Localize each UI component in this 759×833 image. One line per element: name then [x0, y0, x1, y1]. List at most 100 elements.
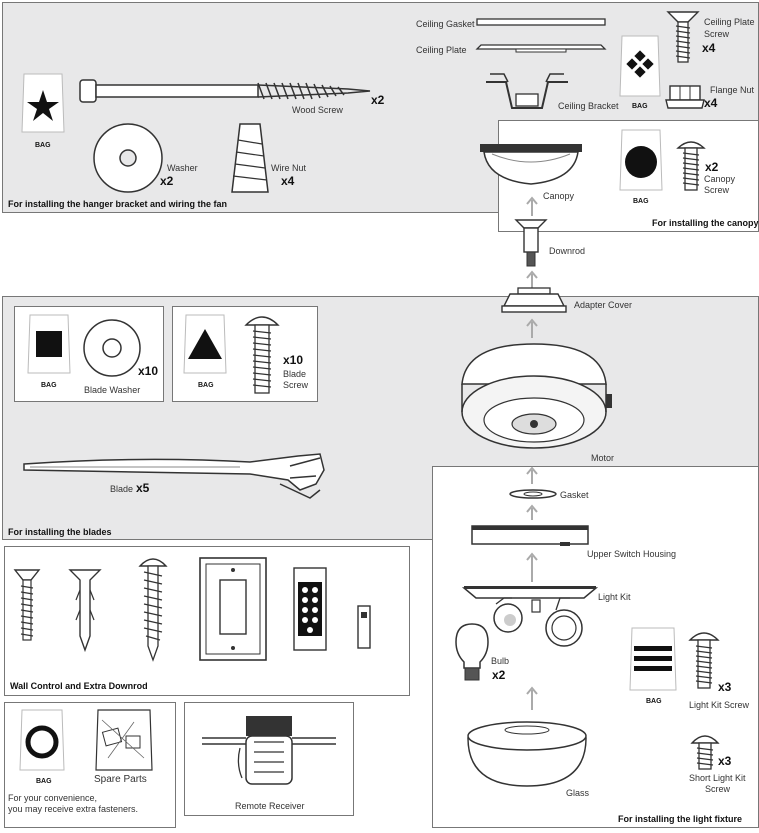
bag-label-3: BAG	[633, 198, 649, 205]
light-kit-icon	[461, 586, 599, 647]
ceiling-gasket-label: Ceiling Gasket	[416, 19, 475, 29]
canopy-icon	[480, 144, 582, 185]
canopy-screw-label2: Screw	[704, 185, 730, 195]
wall-plate-icon	[199, 557, 267, 661]
bag-label-7: BAG	[36, 778, 52, 785]
canopy-screw-icon	[676, 141, 706, 191]
glass-label: Glass	[566, 788, 590, 798]
wood-screw-qty: x2	[371, 93, 385, 107]
blade-label: Blade	[110, 484, 134, 494]
wire-nut-qty: x4	[281, 174, 295, 188]
ceiling-plate-screw-label1: Ceiling Plate	[704, 17, 755, 27]
spare-parts-label: Spare Parts	[94, 774, 147, 785]
light-kit-screw-icon	[688, 632, 720, 689]
bag-label-2: BAG	[632, 103, 648, 110]
motor-icon	[461, 343, 612, 449]
ceiling-plate-screw-icon	[666, 11, 700, 63]
flange-nut-icon	[665, 85, 705, 109]
arrow-up-icon	[526, 552, 538, 582]
bag-label-6: BAG	[646, 698, 662, 705]
short-screw-label2: Screw	[705, 784, 731, 794]
blade-screw-icon	[244, 316, 280, 394]
ceiling-plate-screw-qty: x4	[702, 41, 716, 55]
bag-ring-icon	[19, 709, 65, 771]
downrod-label: Downrod	[549, 246, 586, 256]
canopy-screw-label1: Canopy	[704, 174, 736, 184]
arrow-up-icon	[526, 686, 538, 710]
wire-nut-icon	[231, 123, 269, 193]
downrod-icon	[514, 219, 548, 267]
wall-wood-screw-icon	[138, 558, 168, 662]
short-light-kit-screw-icon	[690, 735, 720, 770]
bag-triangle-icon	[183, 314, 227, 374]
blade-icon	[23, 453, 325, 499]
arrow-up-icon	[526, 270, 538, 288]
upper-switch-housing-icon	[471, 525, 589, 546]
blade-screw-label1: Blade	[283, 369, 307, 379]
short-screw-label1: Short Light Kit	[689, 773, 746, 783]
flange-nut-label: Flange Nut	[710, 85, 755, 95]
light-kit-screw-label: Light Kit Screw	[689, 700, 750, 710]
wood-screw-icon	[79, 79, 371, 103]
canopy-caption: For installing the canopy	[652, 218, 759, 228]
washer-qty: x2	[160, 174, 174, 188]
hanger-caption: For installing the hanger bracket and wi…	[8, 199, 228, 209]
bag-circle-icon	[619, 129, 663, 191]
bag-star-icon	[21, 73, 65, 133]
arrow-up-icon	[526, 318, 538, 338]
ceiling-plate-icon	[475, 44, 607, 53]
canopy-label: Canopy	[543, 191, 575, 201]
light-kit-label: Light Kit	[598, 592, 631, 602]
adapter-cover-icon	[501, 287, 567, 313]
wall-screw-icon	[13, 569, 41, 641]
flange-nut-qty: x4	[704, 96, 718, 110]
washer-label: Washer	[167, 163, 198, 173]
blade-screw-qty: x10	[283, 353, 304, 367]
wood-screw-label: Wood Screw	[292, 105, 343, 115]
wall-switch-clip-icon	[357, 605, 371, 649]
motor-label: Motor	[591, 453, 615, 463]
spare-note-line2: you may receive extra fasteners.	[8, 804, 139, 814]
light-caption: For installing the light fixture	[618, 814, 743, 824]
arrow-up-icon	[526, 196, 538, 216]
wall-control-caption: Wall Control and Extra Downrod	[10, 681, 148, 691]
blade-washer-label: Blade Washer	[84, 385, 141, 395]
short-screw-qty: x3	[718, 754, 732, 768]
blade-qty: x5	[136, 481, 150, 495]
adapter-cover-label: Adapter Cover	[574, 300, 633, 310]
ceiling-plate-screw-label2: Screw	[704, 29, 730, 39]
arrow-up-icon	[526, 504, 538, 520]
light-kit-screw-qty: x3	[718, 680, 732, 694]
wall-control-keypad-icon	[293, 567, 327, 651]
canopy-screw-qty: x2	[705, 160, 719, 174]
spare-note-line1: For your convenience,	[8, 793, 98, 803]
ceiling-plate-label: Ceiling Plate	[416, 45, 467, 55]
bag-diamond-icon	[619, 35, 661, 97]
arrow-up-icon	[526, 466, 538, 484]
upper-switch-housing-label: Upper Switch Housing	[587, 549, 677, 559]
blade-washer-icon	[83, 319, 141, 377]
wall-anchor-icon	[68, 569, 102, 653]
bag-label-5: BAG	[198, 382, 214, 389]
ceiling-bracket-label: Ceiling Bracket	[558, 101, 619, 111]
spare-parts-bag-icon	[95, 709, 153, 771]
ceiling-gasket-icon	[476, 18, 606, 26]
blade-washer-qty: x10	[138, 364, 159, 378]
bulb-qty: x2	[492, 668, 506, 682]
blades-caption: For installing the blades	[8, 527, 112, 537]
bag-square-icon	[27, 314, 71, 374]
ceiling-bracket-icon	[486, 73, 568, 109]
gasket-label: Gasket	[560, 490, 589, 500]
remote-receiver-icon	[202, 716, 336, 785]
washer-icon	[93, 123, 163, 193]
bag-label-4: BAG	[41, 382, 57, 389]
bag-bars-icon	[629, 627, 677, 691]
wire-nut-label: Wire Nut	[271, 163, 307, 173]
bulb-icon	[455, 623, 489, 681]
blade-screw-label2: Screw	[283, 380, 309, 390]
bag-label: BAG	[35, 142, 51, 149]
bulb-label: Bulb	[491, 656, 510, 666]
glass-icon	[467, 721, 587, 787]
remote-receiver-label: Remote Receiver	[235, 801, 305, 811]
gasket-icon	[509, 489, 557, 499]
